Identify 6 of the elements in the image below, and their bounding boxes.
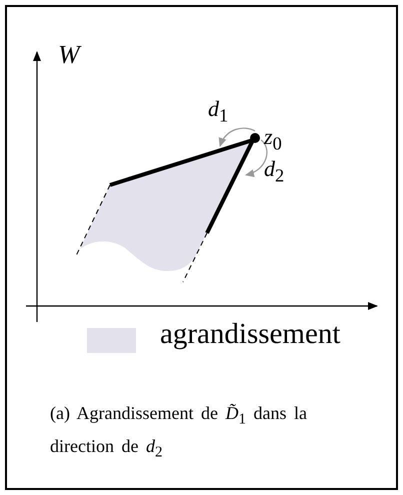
direction-label: d$_{2}$ [264,156,284,186]
legend-label: agrandissement [160,318,340,351]
point-label: z$_{0}$ [264,124,282,154]
caption: (a) Agrandissement de D̃$_{1}$ dans la direction de d$_{2}$ [50,402,308,462]
direction-label: d$_{1}$ [208,96,228,126]
axis-label: W [58,40,80,70]
